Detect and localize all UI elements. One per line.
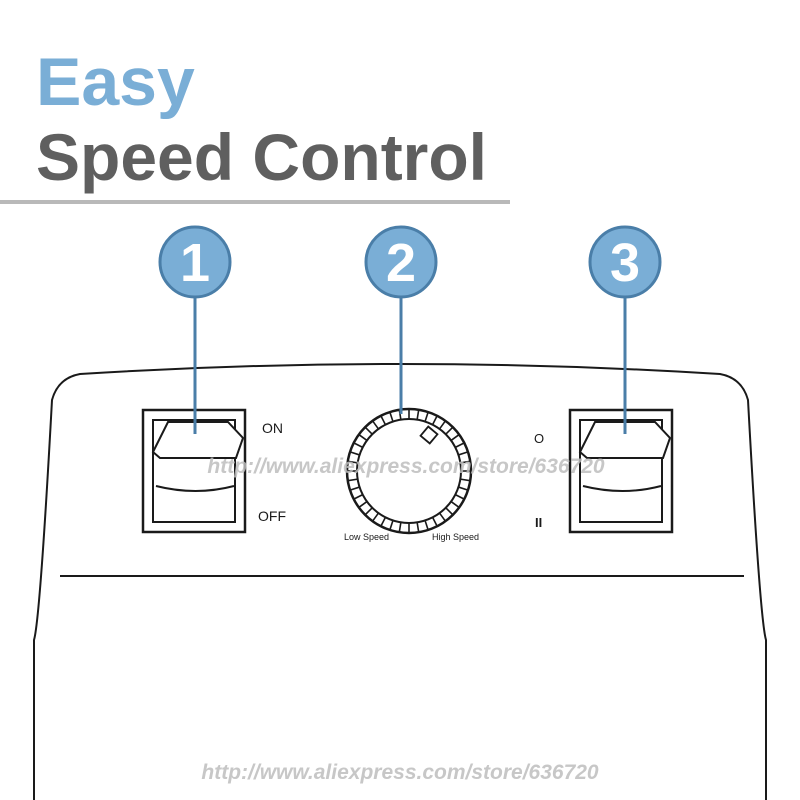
callout-number-2: 2: [386, 233, 416, 293]
dial-tick: [450, 500, 460, 509]
speed-dial-knob[interactable]: [345, 407, 473, 535]
dial-tick: [380, 516, 387, 527]
dial-tick: [389, 520, 394, 531]
dial-tick-marks: [347, 409, 471, 533]
dial-tick: [353, 493, 364, 500]
title-easy: Easy: [36, 44, 195, 120]
power-rocker-switch[interactable]: [141, 408, 247, 534]
dial-tick: [349, 486, 360, 491]
mode-rocker-switch[interactable]: [568, 408, 674, 534]
dial-tick: [347, 460, 358, 464]
watermark-bottom: http://www.aliexpress.com/store/636720: [201, 761, 599, 784]
dial-tick: [358, 433, 368, 442]
dial-tick: [438, 420, 447, 430]
dial-tick: [371, 420, 380, 430]
dial-tick: [458, 486, 469, 491]
callout-badge-2: 2: [364, 225, 438, 299]
dial-tick: [454, 442, 465, 449]
dial-tick: [458, 451, 469, 456]
dial-tick: [398, 522, 402, 533]
dial-tick: [454, 493, 465, 500]
dial-tick: [353, 442, 364, 449]
dial-tick: [364, 507, 373, 516]
dial-tick: [424, 411, 429, 422]
callout-badge-1: 1: [158, 225, 232, 299]
switch-ii-label: II: [535, 515, 542, 530]
dial-tick: [431, 415, 438, 426]
dial-tick: [438, 512, 447, 522]
switch-off-label: OFF: [258, 508, 286, 524]
dial-tick: [358, 500, 368, 509]
dial-tick: [349, 451, 360, 456]
callout-number-1: 1: [180, 233, 210, 293]
dial-indicator-mark: [419, 425, 439, 445]
callout-number-3: 3: [610, 233, 640, 293]
dial-tick: [431, 516, 438, 527]
dial-tick: [460, 460, 471, 464]
dial-tick: [371, 512, 380, 522]
dial-tick: [347, 478, 358, 482]
dial-tick: [445, 426, 454, 435]
title-underline: [0, 200, 510, 204]
dial-inner-ring: [356, 418, 462, 524]
dial-high-speed-label: High Speed: [432, 532, 479, 542]
switch-on-label: ON: [262, 420, 283, 436]
dial-tick: [389, 411, 394, 422]
dial-tick: [450, 433, 460, 442]
dial-low-speed-label: Low Speed: [344, 532, 389, 542]
switch-o-label: O: [534, 431, 544, 446]
dial-tick: [416, 522, 420, 533]
dial-tick: [380, 415, 387, 426]
title-speed-control: Speed Control: [36, 120, 488, 194]
dial-tick: [364, 426, 373, 435]
dial-tick: [445, 507, 454, 516]
dial-tick: [416, 409, 420, 420]
dial-tick: [424, 520, 429, 531]
watermark-middle: http://www.aliexpress.com/store/636720: [207, 455, 605, 478]
dial-tick: [460, 478, 471, 482]
callout-badge-3: 3: [588, 225, 662, 299]
